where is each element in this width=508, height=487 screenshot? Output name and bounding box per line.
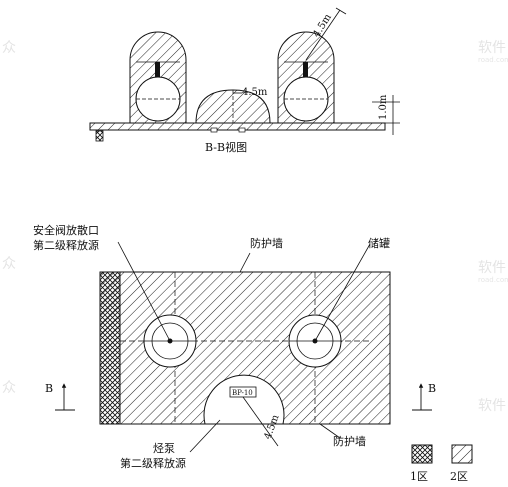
tank-label: 储罐 bbox=[368, 236, 390, 250]
valve-right bbox=[303, 62, 308, 77]
watermark-left-top: 众 bbox=[2, 40, 16, 56]
drain-pad bbox=[95, 130, 104, 142]
section-mark-left: B bbox=[45, 382, 53, 395]
radius-dim-tick bbox=[335, 7, 347, 15]
watermark-right-low: 软件 bbox=[478, 398, 506, 414]
legend-zone1-label: 1区 bbox=[410, 470, 428, 483]
height-label: 1.0m bbox=[378, 94, 389, 120]
section-view-bb: 4.5m 4.5m 1.0m B-B视图 bbox=[89, 7, 400, 154]
section-marker-left: B bbox=[45, 382, 75, 411]
pump-support-left bbox=[210, 127, 218, 133]
watermark-url-top: road.com bbox=[478, 56, 508, 64]
zone1-strip bbox=[99, 271, 121, 425]
wall-top-label: 防护墙 bbox=[250, 236, 283, 250]
watermark-group: 众 众 众 软件 软件 软件 road.com road.com bbox=[2, 40, 508, 414]
section-caption: B-B视图 bbox=[205, 140, 247, 154]
watermark-url-mid: road.com bbox=[478, 276, 508, 284]
plan-view: BP-10 4.5m 安全阀放散口 第二级释放源 防护墙 储罐 烃泵 第二级释放… bbox=[33, 223, 436, 470]
legend-zone2-label: 2区 bbox=[450, 470, 468, 483]
watermark-left-mid: 众 bbox=[2, 256, 16, 272]
radius-dim-line bbox=[305, 9, 341, 61]
leader-pump bbox=[189, 419, 221, 453]
legend-zone2-swatch bbox=[451, 444, 473, 464]
valve-left bbox=[155, 62, 160, 77]
valve-label-line1: 安全阀放散口 bbox=[33, 223, 99, 237]
wall-bottom-label: 防护墙 bbox=[333, 434, 366, 448]
legend: 1区 2区 bbox=[410, 444, 473, 483]
section-mark-right: B bbox=[428, 382, 436, 395]
valve-label-line2: 第二级释放源 bbox=[33, 238, 99, 252]
pump-label-line1: 烃泵 bbox=[153, 442, 175, 455]
pump-zone-plan bbox=[203, 374, 285, 425]
pump-radius-dim-line bbox=[242, 396, 279, 447]
leader-wall-top bbox=[239, 252, 251, 273]
watermark-right-mid: 软件 bbox=[478, 260, 506, 276]
legend-zone1-swatch bbox=[411, 444, 433, 464]
ground-slab bbox=[89, 122, 386, 131]
pump-radius-label-section: 4.5m bbox=[242, 87, 268, 98]
section-marker-right: B bbox=[412, 382, 436, 411]
tank-radius-label: 4.5m bbox=[311, 12, 334, 40]
pump-tag: BP-10 bbox=[232, 389, 253, 397]
leader-wall-bottom bbox=[319, 423, 341, 439]
pump-label-line2: 第二级释放源 bbox=[120, 456, 186, 470]
pump-support-right bbox=[238, 127, 246, 133]
leader-tank bbox=[314, 243, 371, 342]
watermark-right-top: 软件 bbox=[478, 40, 506, 56]
leader-valve bbox=[117, 241, 171, 342]
watermark-left-low: 众 bbox=[2, 380, 16, 396]
